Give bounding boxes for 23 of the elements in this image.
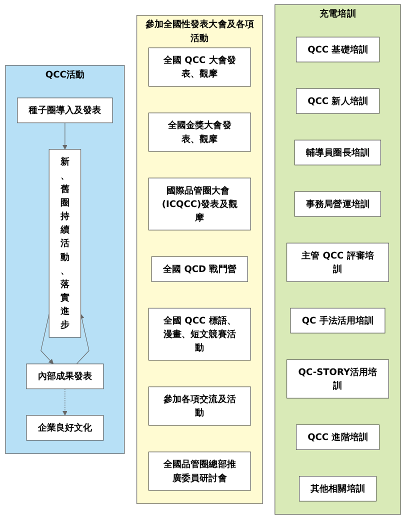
node-box: 內部成果發表	[26, 364, 104, 390]
node-box: QC 手法活用培訓	[290, 308, 386, 334]
arrow	[76, 314, 90, 364]
node-box: 主管 QCC 評審培訓	[286, 242, 389, 282]
node-box: 種子圈導入及發表	[17, 98, 113, 124]
arrow	[62, 122, 68, 150]
node-box: 全國 QCC 標語、漫畫、短文競賽活動	[148, 308, 251, 361]
node-box: 全國 QCD 戰鬥營	[151, 256, 248, 282]
node-box: 全國品管圈總部推廣委員研討會	[148, 452, 251, 491]
node-box: 其他相關培訓	[298, 476, 376, 502]
node-box: 企業良好文化	[26, 415, 104, 441]
arrow	[62, 388, 68, 416]
node-box: 全國金獎大會發表、觀摩	[148, 112, 251, 152]
node-box: QCC 進階培訓	[296, 424, 380, 450]
node-box: QCC 基礎培訓	[296, 36, 380, 62]
node-box: QC-STORY活用培訓	[286, 359, 389, 398]
node-box: 輔導員圈長培訓	[294, 140, 381, 166]
node-box: 全國 QCC 大會發表、觀摩	[148, 48, 251, 87]
node-box: 事務局營運培訓	[294, 191, 381, 217]
node-box: 國際品管圈大會 (ICQCC)發表及觀摩	[148, 178, 251, 230]
node-box: 新、舊圈持續活動、落實進步	[48, 149, 82, 338]
node-box: 參加各項交流及活動	[148, 386, 251, 426]
node-box: QCC 新人培訓	[296, 88, 380, 114]
